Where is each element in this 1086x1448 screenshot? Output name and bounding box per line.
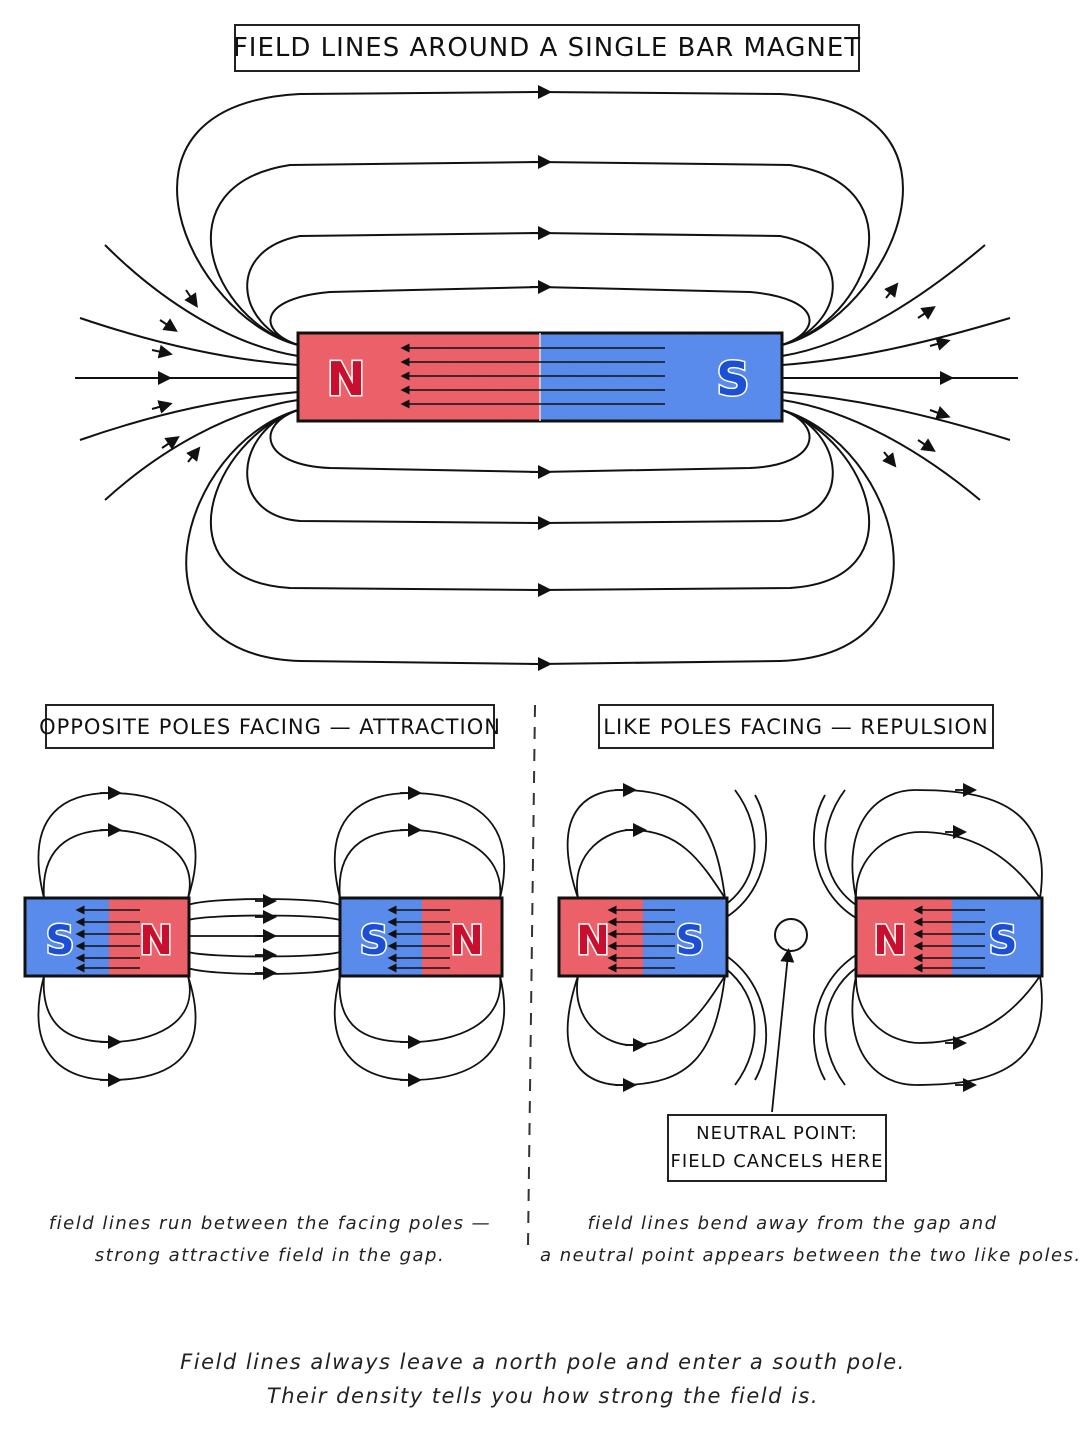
repulsion-panel-title: LIKE POLES FACING — REPULSION	[598, 704, 994, 749]
attraction-field-lines	[37, 786, 506, 1087]
neutral-point-callout: NEUTRAL POINT: FIELD CANCELS HERE	[667, 1114, 887, 1182]
attraction-panel-title: OPPOSITE POLES FACING — ATTRACTION	[39, 704, 500, 749]
field-loop-top-2	[246, 231, 834, 346]
repulsion-caption-line-1: field lines bend away from the gap and	[587, 1213, 998, 1234]
open-line-right-3	[781, 391, 1011, 441]
repulsion-right-south-label: S	[989, 918, 1018, 964]
attraction-right-magnet: S N	[338, 896, 504, 978]
callout-line-1: NEUTRAL POINT:	[696, 1123, 858, 1144]
internal-field-arrows	[400, 343, 665, 409]
footer-caption: Field lines always leave a north pole an…	[143, 1345, 943, 1413]
attraction-left-magnet: S N	[23, 896, 191, 978]
field-loop-bottom-3	[209, 409, 871, 592]
open-line-left-4	[104, 244, 299, 357]
field-loop-bottom-4	[185, 409, 895, 666]
open-line-left-2	[79, 317, 299, 366]
single-magnet-field-lines	[75, 85, 1018, 671]
main-south-label: S	[716, 352, 749, 406]
neutral-point-marker	[774, 918, 808, 952]
repulsion-field-lines	[566, 783, 1043, 1113]
attraction-caption-line-1: field lines run between the facing poles…	[48, 1213, 492, 1234]
footer-line-1: Field lines always leave a north pole an…	[180, 1350, 906, 1374]
callout-line-2: FIELD CANCELS HERE	[670, 1151, 884, 1172]
repulsion-left-magnet: N S	[557, 896, 729, 978]
panel-divider	[527, 704, 536, 1246]
footer-line-2: Their density tells you how strong the f…	[266, 1384, 820, 1408]
attraction-left-south-label: S	[46, 918, 75, 964]
repulsion-right-north-label: N	[873, 918, 906, 964]
open-line-right-4	[781, 244, 986, 357]
open-line-left-5	[104, 399, 299, 501]
attraction-right-south-label: S	[360, 918, 389, 964]
attraction-left-north-label: N	[139, 918, 172, 964]
repulsion-caption-line-2: a neutral point appears between the two …	[540, 1245, 1082, 1266]
attraction-right-north-label: N	[450, 918, 483, 964]
open-line-right-2	[781, 317, 1011, 366]
repulsion-left-north-label: N	[576, 918, 609, 964]
main-north-label: N	[327, 352, 366, 406]
open-line-right-5	[781, 399, 981, 501]
main-bar-magnet: N S	[296, 331, 784, 423]
neutral-point-pointer	[771, 948, 795, 1113]
field-loop-top-3	[209, 160, 871, 346]
main-title: FIELD LINES AROUND A SINGLE BAR MAGNET	[233, 24, 860, 72]
repulsion-right-magnet: N S	[854, 896, 1044, 978]
repulsion-caption: field lines bend away from the gap and a…	[540, 1208, 1082, 1272]
attraction-caption: field lines run between the facing poles…	[40, 1208, 500, 1272]
open-line-left-3	[79, 391, 299, 441]
field-loop-bottom-2	[246, 409, 834, 525]
attraction-caption-line-2: strong attractive field in the gap.	[94, 1245, 446, 1266]
repulsion-left-south-label: S	[676, 918, 705, 964]
field-loop-top-4	[176, 90, 904, 346]
